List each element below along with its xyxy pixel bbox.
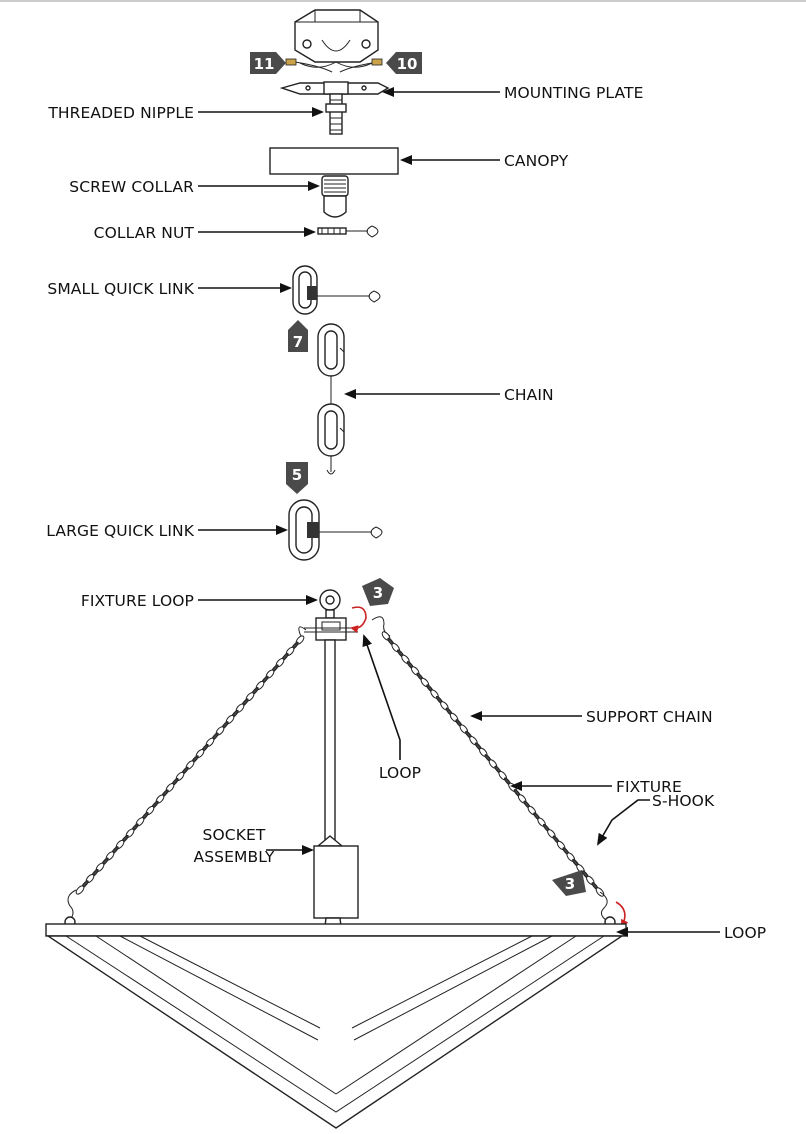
label-screw-collar: SCREW COLLAR — [69, 178, 194, 196]
label-canopy: CANOPY — [504, 152, 569, 170]
socket-assembly — [313, 835, 359, 919]
label-collar-nut: COLLAR NUT — [94, 224, 195, 242]
chain-link — [75, 885, 85, 895]
fixture-shade — [45, 923, 627, 1129]
badge-3-bottom: 3 — [552, 870, 586, 896]
label-loop-bottom: LOOP — [724, 924, 766, 942]
badge-3-top: 3 — [362, 578, 394, 606]
badge-5: 5 — [286, 462, 308, 494]
label-assembly: ASSEMBLY — [194, 848, 275, 866]
svg-text:3: 3 — [565, 875, 575, 893]
svg-text:10: 10 — [397, 55, 418, 73]
label-s-hook: S-HOOK — [652, 792, 715, 810]
svg-text:11: 11 — [254, 55, 275, 73]
label-small-quick-link: SMALL QUICK LINK — [47, 280, 194, 298]
large-quick-link — [288, 499, 383, 561]
fixture-loop — [304, 589, 358, 641]
label-fixture: FIXTURE — [616, 778, 682, 796]
label-large-quick-link: LARGE QUICK LINK — [46, 522, 194, 540]
callout-loop-top — [362, 634, 401, 760]
screw-collar — [321, 175, 349, 218]
canopy — [269, 147, 399, 175]
svg-text:5: 5 — [292, 466, 302, 484]
svg-text:3: 3 — [373, 584, 383, 602]
label-loop-top: LOOP — [379, 764, 421, 782]
collar-nut — [317, 225, 379, 238]
support-chain-left — [75, 635, 305, 895]
badge-7: 7 — [288, 320, 308, 352]
badge-11: 11 — [250, 52, 286, 74]
chain — [317, 323, 345, 475]
label-fixture-loop: FIXTURE LOOP — [81, 592, 194, 610]
rotate-arrow-top — [350, 606, 367, 634]
rotate-arrow-bottom — [615, 901, 629, 928]
svg-text:7: 7 — [293, 333, 303, 351]
fixture-stem — [324, 639, 336, 847]
label-mounting-plate: MOUNTING PLATE — [504, 84, 644, 102]
label-threaded-nipple: THREADED NIPPLE — [47, 104, 194, 122]
threaded-nipple — [325, 93, 347, 135]
junction-box — [285, 9, 383, 73]
callout-s-hook — [596, 799, 650, 846]
label-chain: CHAIN — [504, 386, 554, 404]
small-quick-link — [292, 265, 381, 315]
label-support-chain: SUPPORT CHAIN — [586, 708, 713, 726]
label-socket: SOCKET — [203, 826, 266, 844]
mounting-plate — [279, 81, 390, 95]
badge-10: 10 — [386, 52, 422, 74]
